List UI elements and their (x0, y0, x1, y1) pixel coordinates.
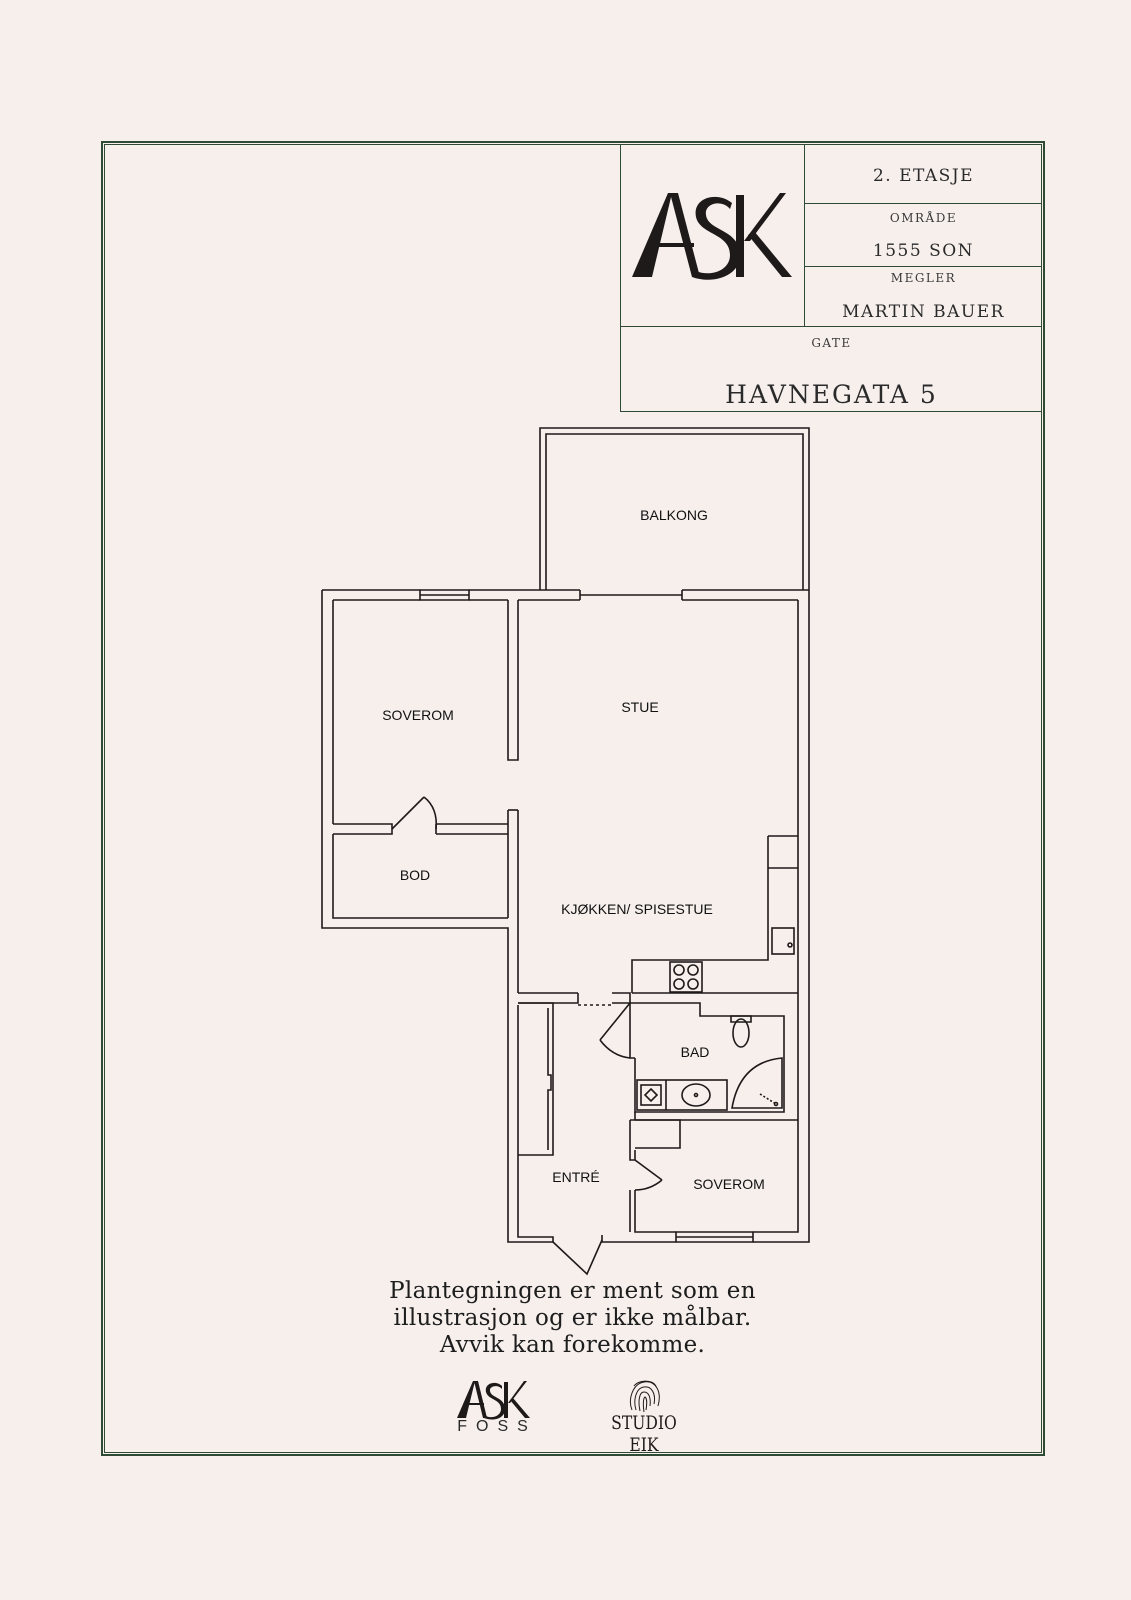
balcony-walls (539, 427, 810, 590)
tb-row-divider-3 (620, 326, 1042, 327)
floor-value: 2. ETASJE (872, 166, 975, 186)
street-value: HAVNEGATA 5 (725, 380, 938, 409)
room-label-entre: ENTRÉ (552, 1169, 600, 1185)
outer-walls (321, 589, 810, 1243)
tb-row-divider-1 (804, 203, 1042, 204)
tb-logo-divider (804, 144, 805, 326)
street-label: GATE (811, 336, 852, 350)
page-frame-outer (101, 141, 1045, 1456)
disclaimer-line-1: Plantegningen er ment som en (389, 1278, 756, 1304)
tb-row-divider-2 (804, 266, 1042, 267)
doors (391, 796, 663, 1276)
room-label-stue: STUE (621, 699, 659, 715)
ask-logo (632, 193, 792, 280)
ask-foss-logo (457, 1381, 530, 1420)
room-label-balkong: BALKONG (640, 507, 708, 523)
area-label: OMRÅDE (889, 211, 958, 225)
broker-value: MARTIN BAUER (842, 302, 1005, 322)
disclaimer: Plantegningen er ment som en illustrasjo… (300, 1278, 845, 1359)
page-frame-inner (104, 144, 1042, 1453)
room-label-bad: BAD (680, 1044, 710, 1060)
fingerprint-icon (630, 1380, 660, 1413)
broker-label: MEGLER (890, 271, 957, 285)
ask-foss-sub: FOSS (457, 1418, 537, 1435)
area-value: 1555 SON (872, 241, 975, 261)
room-label-kjokken: KJØKKEN/ SPISESTUE (561, 901, 713, 917)
room-label-bod: BOD (399, 867, 431, 883)
bathroom-fixtures (636, 1015, 783, 1111)
tb-bottom-border (620, 411, 1042, 412)
room-label-soverom-2: SOVEROM (693, 1176, 765, 1192)
disclaimer-line-3: Avvik kan forekomme. (439, 1332, 706, 1358)
interior-walls (333, 600, 798, 1232)
studio-eik-logo: STUDIO EIK (611, 1412, 677, 1456)
disclaimer-line-2: illustrasjon og er ikke målbar. (393, 1305, 752, 1331)
kitchen-counter (631, 835, 798, 994)
tb-left-border (620, 144, 621, 412)
room-label-soverom-1: SOVEROM (382, 707, 454, 723)
